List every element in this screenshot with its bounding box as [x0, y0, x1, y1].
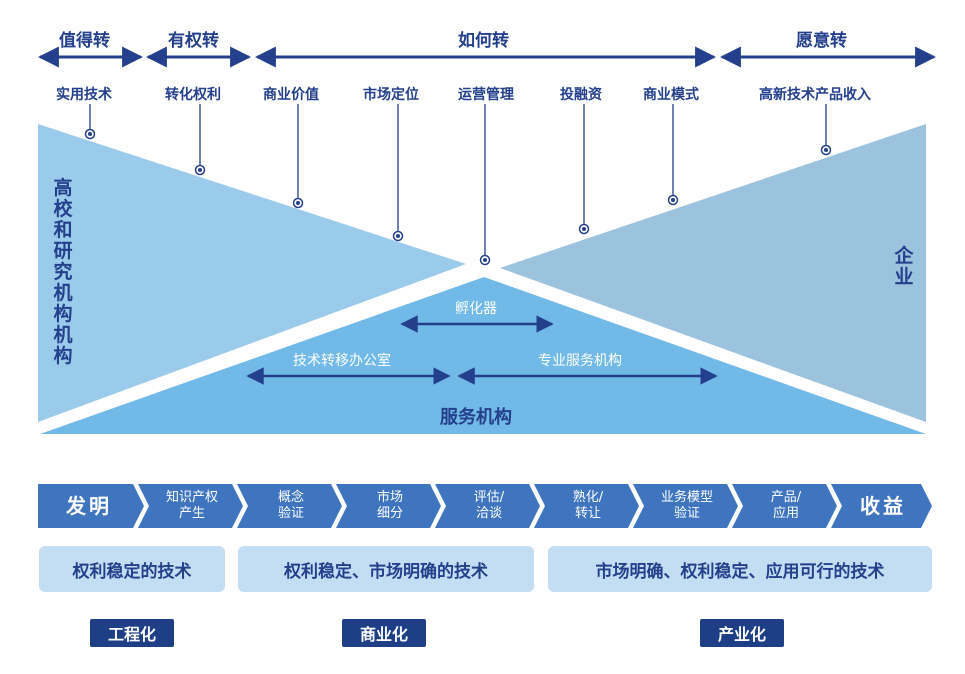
tech-box-market-application: 市场明确、权利稳定、应用可行的技术 [548, 546, 932, 592]
chevron-market-segment: 市场 细分 [346, 484, 434, 528]
chevron-ip-generation-line2: 产生 [178, 506, 205, 521]
chevron-product-application: 产品/ 应用 [742, 484, 830, 528]
sub-label-market-position: 市场定位 [363, 87, 419, 103]
sub-label-operations: 运营管理 [458, 87, 514, 103]
stage-label-right: 有权转 [168, 31, 219, 51]
chevron-evaluation-line1: 评估/ [473, 490, 505, 505]
chevron-invention: 发明 [42, 484, 136, 528]
chevron-market-segment-line1: 市场 [376, 490, 403, 505]
chevron-maturation: 熟化/ 转让 [544, 484, 632, 528]
chevron-concept-validation-line1: 概念 [277, 490, 304, 505]
sub-label-practical-tech: 实用技术 [56, 87, 112, 103]
service-org-label: 服务机构 [440, 407, 512, 428]
chevron-evaluation: 评估/ 洽谈 [445, 484, 533, 528]
stage-label-willing: 愿意转 [796, 31, 847, 51]
phase-badge-engineering: 工程化 [90, 619, 174, 647]
phase-badge-commercialization: 商业化 [342, 619, 426, 647]
phase-badge-industrialization: 产业化 [700, 619, 784, 647]
left-triangle-university [38, 124, 466, 422]
chevron-maturation-line2: 转让 [574, 506, 601, 521]
chevron-maturation-line1: 熟化/ [572, 490, 604, 505]
chevron-revenue-text: 收益 [860, 494, 906, 518]
sub-label-commercial-value: 商业价值 [263, 87, 319, 103]
tech-box-stable-rights: 权利稳定的技术 [39, 546, 225, 592]
chevron-product-application-line2: 应用 [772, 506, 799, 521]
chevron-market-segment-line2: 细分 [376, 506, 403, 521]
left-party-label: 高校和研究机构机构 [53, 177, 73, 367]
chevron-business-validation-line2: 验证 [673, 506, 700, 521]
chevron-ip-generation-line1: 知识产权 [165, 490, 218, 505]
chevron-business-validation-line1: 业务模型 [660, 490, 713, 505]
right-triangle-enterprise [500, 124, 926, 422]
chevron-product-application-line1: 产品/ [770, 490, 802, 505]
callout-lines [89, 104, 827, 260]
chevron-ip-generation: 知识产权 产生 [148, 484, 236, 528]
tto-label: 技术转移办公室 [293, 353, 391, 369]
chevron-invention-text: 发明 [66, 494, 112, 518]
right-party-label: 企业 [894, 245, 914, 288]
callout-dots [84, 128, 832, 266]
sub-label-business-model: 商业模式 [643, 87, 699, 103]
incubator-label: 孵化器 [455, 301, 497, 317]
chevron-revenue: 收益 [841, 484, 925, 528]
sub-label-transfer-rights: 转化权利 [165, 87, 221, 103]
sub-label-hightech-income: 高新技术产品收入 [759, 87, 871, 103]
pro-service-label: 专业服务机构 [538, 353, 622, 369]
chevron-concept-validation-line2: 验证 [277, 506, 304, 521]
chevron-business-validation: 业务模型 验证 [643, 484, 731, 528]
sub-label-financing: 投融资 [560, 87, 602, 103]
tech-box-stable-market: 权利稳定、市场明确的技术 [238, 546, 534, 592]
stage-label-how: 如何转 [458, 31, 509, 51]
chevron-evaluation-line2: 洽谈 [475, 506, 502, 521]
stage-label-worth: 值得转 [59, 31, 110, 51]
chevron-shapes [38, 484, 932, 528]
bottom-triangle-service [40, 277, 926, 434]
chevron-concept-validation: 概念 验证 [247, 484, 335, 528]
